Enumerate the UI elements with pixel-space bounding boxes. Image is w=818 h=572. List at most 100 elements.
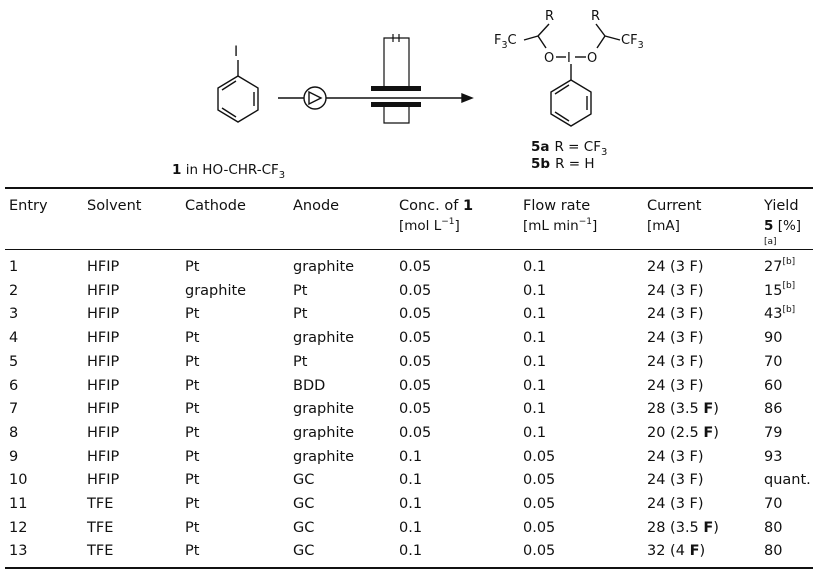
- cell-entry: 6: [9, 377, 19, 394]
- cell-current: 24 (3 F): [647, 330, 704, 347]
- cell-current: 28 (3.5 F): [647, 519, 719, 536]
- table-bottom-rule: [5, 567, 813, 569]
- cell-anode: BDD: [293, 377, 326, 394]
- cell-yield: 70: [764, 353, 783, 370]
- cell-yield: 80: [764, 519, 783, 536]
- cell-yield: 86: [764, 401, 783, 418]
- cell-yield: 27[b]: [764, 257, 796, 275]
- product-o-right: O: [587, 51, 597, 66]
- cell-cathode: Pt: [185, 424, 200, 441]
- cell-flow: 0.05: [523, 496, 556, 513]
- cell-conc: 0.05: [399, 401, 432, 418]
- cell-conc: 0.05: [399, 306, 432, 323]
- cell-cathode: Pt: [185, 353, 200, 370]
- cell-flow: 0.1: [523, 353, 547, 370]
- cell-cathode: Pt: [185, 448, 200, 465]
- cell-conc: 0.1: [399, 448, 423, 465]
- cell-current: 24 (3 F): [647, 306, 704, 323]
- cell-anode: Pt: [293, 306, 308, 323]
- cell-current: 24 (3 F): [647, 259, 704, 275]
- table-row: 8 HFIP Pt graphite 0.05 0.1 20 (2.5 F) 79: [5, 422, 813, 446]
- cell-yield: 79: [764, 424, 783, 441]
- header-current: Current [mA]: [647, 198, 702, 234]
- cell-entry: 12: [9, 519, 28, 536]
- cell-entry: 1: [9, 259, 19, 275]
- cell-current: 24 (3 F): [647, 496, 704, 513]
- cell-conc: 0.1: [399, 472, 423, 489]
- cell-entry: 4: [9, 330, 19, 347]
- cell-flow: 0.1: [523, 306, 547, 323]
- product-r-right: R: [591, 9, 600, 24]
- cell-entry: 11: [9, 496, 28, 513]
- flow-apparatus: [278, 86, 474, 110]
- cell-flow: 0.1: [523, 424, 547, 441]
- table-header-row: Entry Solvent Cathode Anode Conc. of 1 […: [5, 196, 813, 256]
- cell-conc: 0.05: [399, 377, 432, 394]
- cell-cathode: graphite: [185, 282, 247, 299]
- cell-cathode: Pt: [185, 401, 200, 418]
- iodine-atom-label: I: [234, 44, 238, 60]
- cell-flow: 0.1: [523, 330, 547, 347]
- product-o-left: O: [544, 51, 554, 66]
- cell-conc: 0.05: [399, 330, 432, 347]
- header-concentration: Conc. of 1 [mol L−1]: [399, 198, 474, 234]
- cell-flow: 0.1: [523, 259, 547, 275]
- cell-entry: 8: [9, 424, 19, 441]
- cell-solvent: HFIP: [87, 424, 120, 441]
- cell-flow: 0.1: [523, 282, 547, 299]
- cell-entry: 7: [9, 401, 19, 418]
- header-cathode: Cathode: [185, 198, 246, 214]
- product-structure: [523, 23, 621, 127]
- cell-entry: 9: [9, 448, 19, 465]
- header-yield: Yield 5 [%][a]: [764, 198, 802, 247]
- cell-solvent: HFIP: [87, 282, 120, 299]
- cell-anode: Pt: [293, 353, 308, 370]
- cell-yield: 60: [764, 377, 783, 394]
- cell-conc: 0.05: [399, 259, 432, 275]
- cell-entry: 13: [9, 543, 28, 560]
- header-solvent: Solvent: [87, 198, 142, 214]
- cell-conc: 0.05: [399, 424, 432, 441]
- cell-yield: 43[b]: [764, 304, 796, 323]
- cell-solvent: TFE: [87, 496, 114, 513]
- cell-flow: 0.05: [523, 448, 556, 465]
- header-anode: Anode: [293, 198, 340, 214]
- cell-conc: 0.1: [399, 543, 423, 560]
- cell-yield: quant.: [764, 472, 811, 489]
- product-iodine: I: [567, 51, 571, 66]
- cell-conc: 0.05: [399, 282, 432, 299]
- cell-solvent: HFIP: [87, 377, 120, 394]
- cell-conc: 0.1: [399, 496, 423, 513]
- cell-solvent: HFIP: [87, 472, 120, 489]
- cell-solvent: HFIP: [87, 401, 120, 418]
- flow-cell-icon: [371, 34, 421, 124]
- cell-current: 32 (4 F): [647, 543, 706, 560]
- cell-flow: 0.05: [523, 472, 556, 489]
- cell-current: 24 (3 F): [647, 377, 704, 394]
- cell-solvent: TFE: [87, 519, 114, 536]
- reactant-condition-caption: 1 in HO-CHR-CF3: [172, 162, 285, 181]
- cell-cathode: Pt: [185, 306, 200, 323]
- cell-current: 20 (2.5 F): [647, 424, 719, 441]
- cell-anode: graphite: [293, 424, 355, 441]
- cell-anode: GC: [293, 472, 315, 489]
- cell-entry: 5: [9, 353, 19, 370]
- cell-entry: 3: [9, 306, 19, 323]
- cell-cathode: Pt: [185, 330, 200, 347]
- cell-solvent: HFIP: [87, 306, 120, 323]
- header-flow-rate: Flow rate [mL min−1]: [523, 198, 598, 234]
- cell-yield: 80: [764, 543, 783, 560]
- cell-current: 24 (3 F): [647, 282, 704, 299]
- cell-conc: 0.1: [399, 519, 423, 536]
- cell-cathode: Pt: [185, 472, 200, 489]
